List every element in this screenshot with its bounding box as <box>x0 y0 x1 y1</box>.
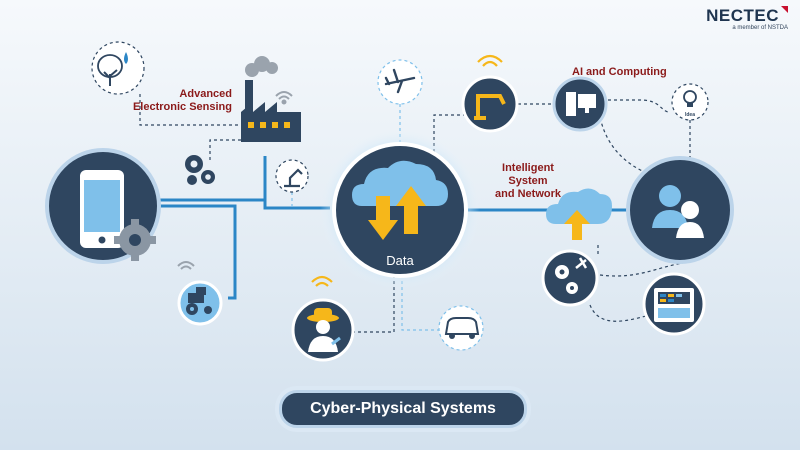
ai-robot-node <box>461 75 519 133</box>
users-node <box>626 156 734 264</box>
title-banner: Cyber-Physical Systems <box>279 390 527 428</box>
nectec-logo: NECTEC a member of NSTDA <box>706 6 788 31</box>
wifi-icon <box>311 275 333 287</box>
farmer-icon <box>307 308 341 352</box>
smartphone-node <box>45 148 161 264</box>
control-panel-icon <box>654 288 694 322</box>
intel-label-line3: and Network <box>494 188 561 200</box>
sensing-label-line1: Advanced <box>179 88 232 100</box>
svg-text:Idea: Idea <box>685 112 695 118</box>
computer-icon <box>566 92 596 116</box>
intelligent-network-label: Intelligent System and Network <box>478 162 578 201</box>
airplane-icon <box>377 59 423 105</box>
logo-mark-icon <box>781 6 788 13</box>
cloud-upload-icon <box>546 188 612 240</box>
wifi-icon <box>177 261 195 270</box>
factory-icon <box>241 56 301 142</box>
tractor-node <box>177 280 223 326</box>
lightbulb-icon: Idea <box>671 83 709 121</box>
data-hub-label: Data <box>386 253 414 268</box>
users-icon <box>652 185 704 238</box>
tools-gears-node <box>541 249 599 307</box>
gear-icon <box>114 219 156 261</box>
advanced-sensing-label: Advanced Electronic Sensing <box>112 88 232 114</box>
car-icon <box>438 305 484 351</box>
intel-label-line1: Intelligent <box>502 162 554 174</box>
phone-tractor-line <box>150 204 237 300</box>
logo-subtitle: a member of NSTDA <box>732 25 788 31</box>
ai-robot-icon <box>474 94 506 120</box>
factory-data-line <box>263 160 330 210</box>
control-panel-node <box>642 272 706 336</box>
wifi-icon <box>275 91 293 105</box>
computer-node <box>552 76 608 132</box>
data-hub <box>320 130 480 290</box>
tractor-icon <box>186 287 212 315</box>
ai-computing-label: AI and Computing <box>572 66 667 78</box>
intel-label-line2: System <box>508 175 548 187</box>
cloud-data-icon <box>352 160 448 240</box>
tools-gears-icon <box>555 257 588 294</box>
farmer-node <box>291 298 355 362</box>
tree-water-icon <box>91 41 145 95</box>
wifi-icon <box>477 54 503 67</box>
logo-text: NECTEC <box>706 6 779 25</box>
connections <box>139 94 691 333</box>
gears-icon <box>185 155 215 185</box>
diagram-title: Cyber-Physical Systems <box>310 400 496 417</box>
robot-arm-icon <box>275 159 309 193</box>
sensing-label-line2: Electronic Sensing <box>132 101 232 113</box>
